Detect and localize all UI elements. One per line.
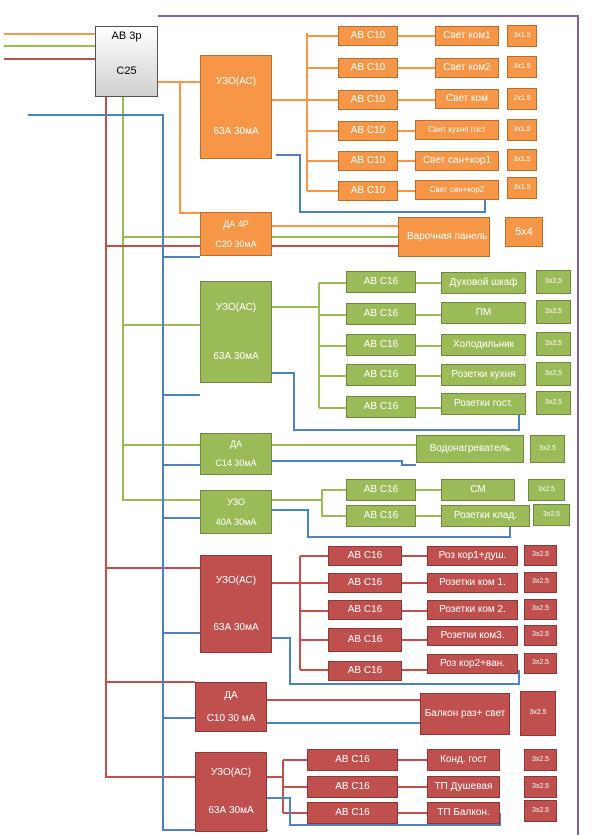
- load: Духовой шкаф: [441, 272, 526, 294]
- breaker: АВ С10: [338, 58, 398, 78]
- breaker: АВ С10: [338, 26, 398, 46]
- rcd-type: УЗО(АС): [215, 574, 257, 586]
- cable-label: 3x2.5: [524, 800, 557, 822]
- breaker: АВ С16: [346, 479, 416, 501]
- rcd-rating: 63А 30мА: [213, 126, 259, 138]
- cable-label: 3x2,5: [536, 270, 571, 294]
- breaker: АВ С16: [307, 749, 398, 771]
- cable-label: 3x2.5: [524, 572, 557, 593]
- load: Роз кор1+душ.: [427, 546, 518, 566]
- load: Розетки клад.: [441, 505, 530, 527]
- load: ТП Балкон.: [427, 802, 500, 824]
- load: Роз кор2+ван.: [427, 654, 518, 674]
- load: Свет ком: [435, 89, 499, 109]
- cable-label: 3x1.5: [507, 149, 537, 171]
- cable-label: 5x4: [505, 217, 543, 247]
- balcony-rcbo: ДА С10 30 мА: [195, 682, 267, 732]
- rcbo-rating: С10 30 мА: [206, 712, 256, 724]
- breaker: АВ С16: [328, 600, 402, 620]
- rcd-rating: 63А 30мА: [213, 350, 259, 362]
- load: Розетки ком 2.: [427, 600, 518, 620]
- cable-label: 3x2,5: [536, 362, 571, 386]
- balcony-load: Балкон раз+ свет: [420, 693, 510, 735]
- rcd-rating: 40А 30мА: [215, 516, 257, 527]
- load: СМ: [441, 479, 515, 501]
- load: ПМ: [441, 302, 526, 324]
- rcbo-type: ДА: [224, 689, 238, 701]
- cable-label: 3x2.5: [524, 625, 557, 646]
- rcbo-type: ДА: [229, 439, 243, 450]
- breaker: АВ С16: [328, 661, 402, 681]
- breaker: АВ С10: [338, 151, 398, 171]
- cable-label: 3x2.5: [524, 545, 557, 566]
- breaker: АВ С16: [346, 303, 416, 325]
- load: ТП Душевая: [427, 776, 500, 798]
- green-rcd: УЗО(АС) 63А 30мА: [200, 281, 272, 383]
- breaker: АВ С10: [338, 90, 398, 110]
- bus-wire: [158, 15, 579, 835]
- rcd-type: УЗО(АС): [215, 76, 257, 88]
- load: Свет сан+кор2: [415, 180, 499, 200]
- earth-trunk: [122, 97, 200, 501]
- heater-load: Водонагреватель: [416, 435, 524, 463]
- cable-label: 3x2,5: [536, 332, 571, 356]
- breaker: АВ С10: [338, 121, 398, 141]
- green-rcd-2: УЗО 40А 30мА: [200, 490, 272, 534]
- load: Розетки гост.: [441, 393, 526, 415]
- cable-label: 3x2.5: [524, 776, 557, 798]
- cable-label: 3x2.5: [524, 749, 557, 771]
- cable-label: 3x2.5: [533, 504, 570, 526]
- rcd-type: УЗО: [227, 496, 245, 507]
- load: Розетки кухня: [441, 364, 526, 386]
- breaker: АВ С16: [307, 802, 398, 824]
- breaker: АВ С16: [328, 546, 402, 566]
- cable-label: 3x2.5: [528, 479, 565, 501]
- breaker: АВ С16: [346, 505, 416, 527]
- cable-label: 3x2.5: [524, 599, 557, 620]
- load: Свет кухня гост: [415, 120, 499, 140]
- main-breaker-type: АВ 3р: [111, 30, 142, 42]
- main-breaker: АВ 3р С25: [95, 26, 158, 97]
- cable-label: 3x2.5: [530, 435, 565, 463]
- load: Холодильник: [441, 334, 526, 356]
- red-rcd: УЗО(АС) 63А 30мА: [200, 555, 272, 653]
- red-rcd-2: УЗО(АС) 63А 30мА: [195, 752, 267, 832]
- heater-rcbo: ДА С14 30мА: [200, 433, 272, 475]
- cable-label: 3x1.5: [507, 56, 537, 78]
- rcd-type: УЗО(АС): [210, 767, 252, 779]
- load: Розетки ком 1.: [427, 573, 518, 593]
- load: Розетки ком3.: [427, 626, 518, 646]
- breaker: АВ С16: [346, 271, 416, 293]
- cable-label: 3x2,5: [536, 300, 571, 324]
- breaker: АВ С16: [328, 573, 402, 593]
- breaker: АВ С16: [346, 364, 416, 386]
- rcd-type: УЗО(АС): [215, 301, 257, 313]
- cable-label: 3x1.5: [507, 119, 537, 141]
- breaker: АВ С16: [346, 396, 416, 418]
- breaker: АВ С16: [346, 334, 416, 356]
- cable-label: 3x2.5: [520, 691, 556, 736]
- load: Свет ком1: [435, 26, 499, 46]
- rcd-rating: 63А 30мА: [208, 805, 254, 817]
- cable-label: 3x1.5: [507, 25, 537, 47]
- phase-trunk: [105, 97, 195, 778]
- rcbo-type: ДА 4Р: [223, 218, 249, 229]
- load: Конд. гост: [427, 749, 500, 771]
- load: Свет ком2: [435, 58, 499, 78]
- stove-load: Варочная панель: [398, 217, 490, 257]
- breaker: АВ С16: [307, 776, 398, 798]
- rcbo-rating: С20 30мА: [215, 238, 257, 249]
- rcbo-rating: С14 30мА: [215, 458, 257, 469]
- load: Свет сан+кор1: [415, 151, 499, 171]
- breaker: АВ С10: [338, 181, 398, 201]
- cable-label: 3x2.5: [524, 653, 557, 674]
- stove-rcbo: ДА 4Р С20 30мА: [200, 212, 272, 256]
- cable-label: 2x1.5: [507, 88, 537, 110]
- breaker: АВ С16: [328, 628, 402, 652]
- cable-label: 3x2,5: [536, 391, 571, 415]
- main-breaker-rating: С25: [116, 65, 137, 77]
- rcd-rating: 63А 30мА: [213, 621, 259, 633]
- orange-rcd: УЗО(АС) 63А 30мА: [200, 55, 272, 159]
- cable-label: 3x1.5: [507, 177, 537, 199]
